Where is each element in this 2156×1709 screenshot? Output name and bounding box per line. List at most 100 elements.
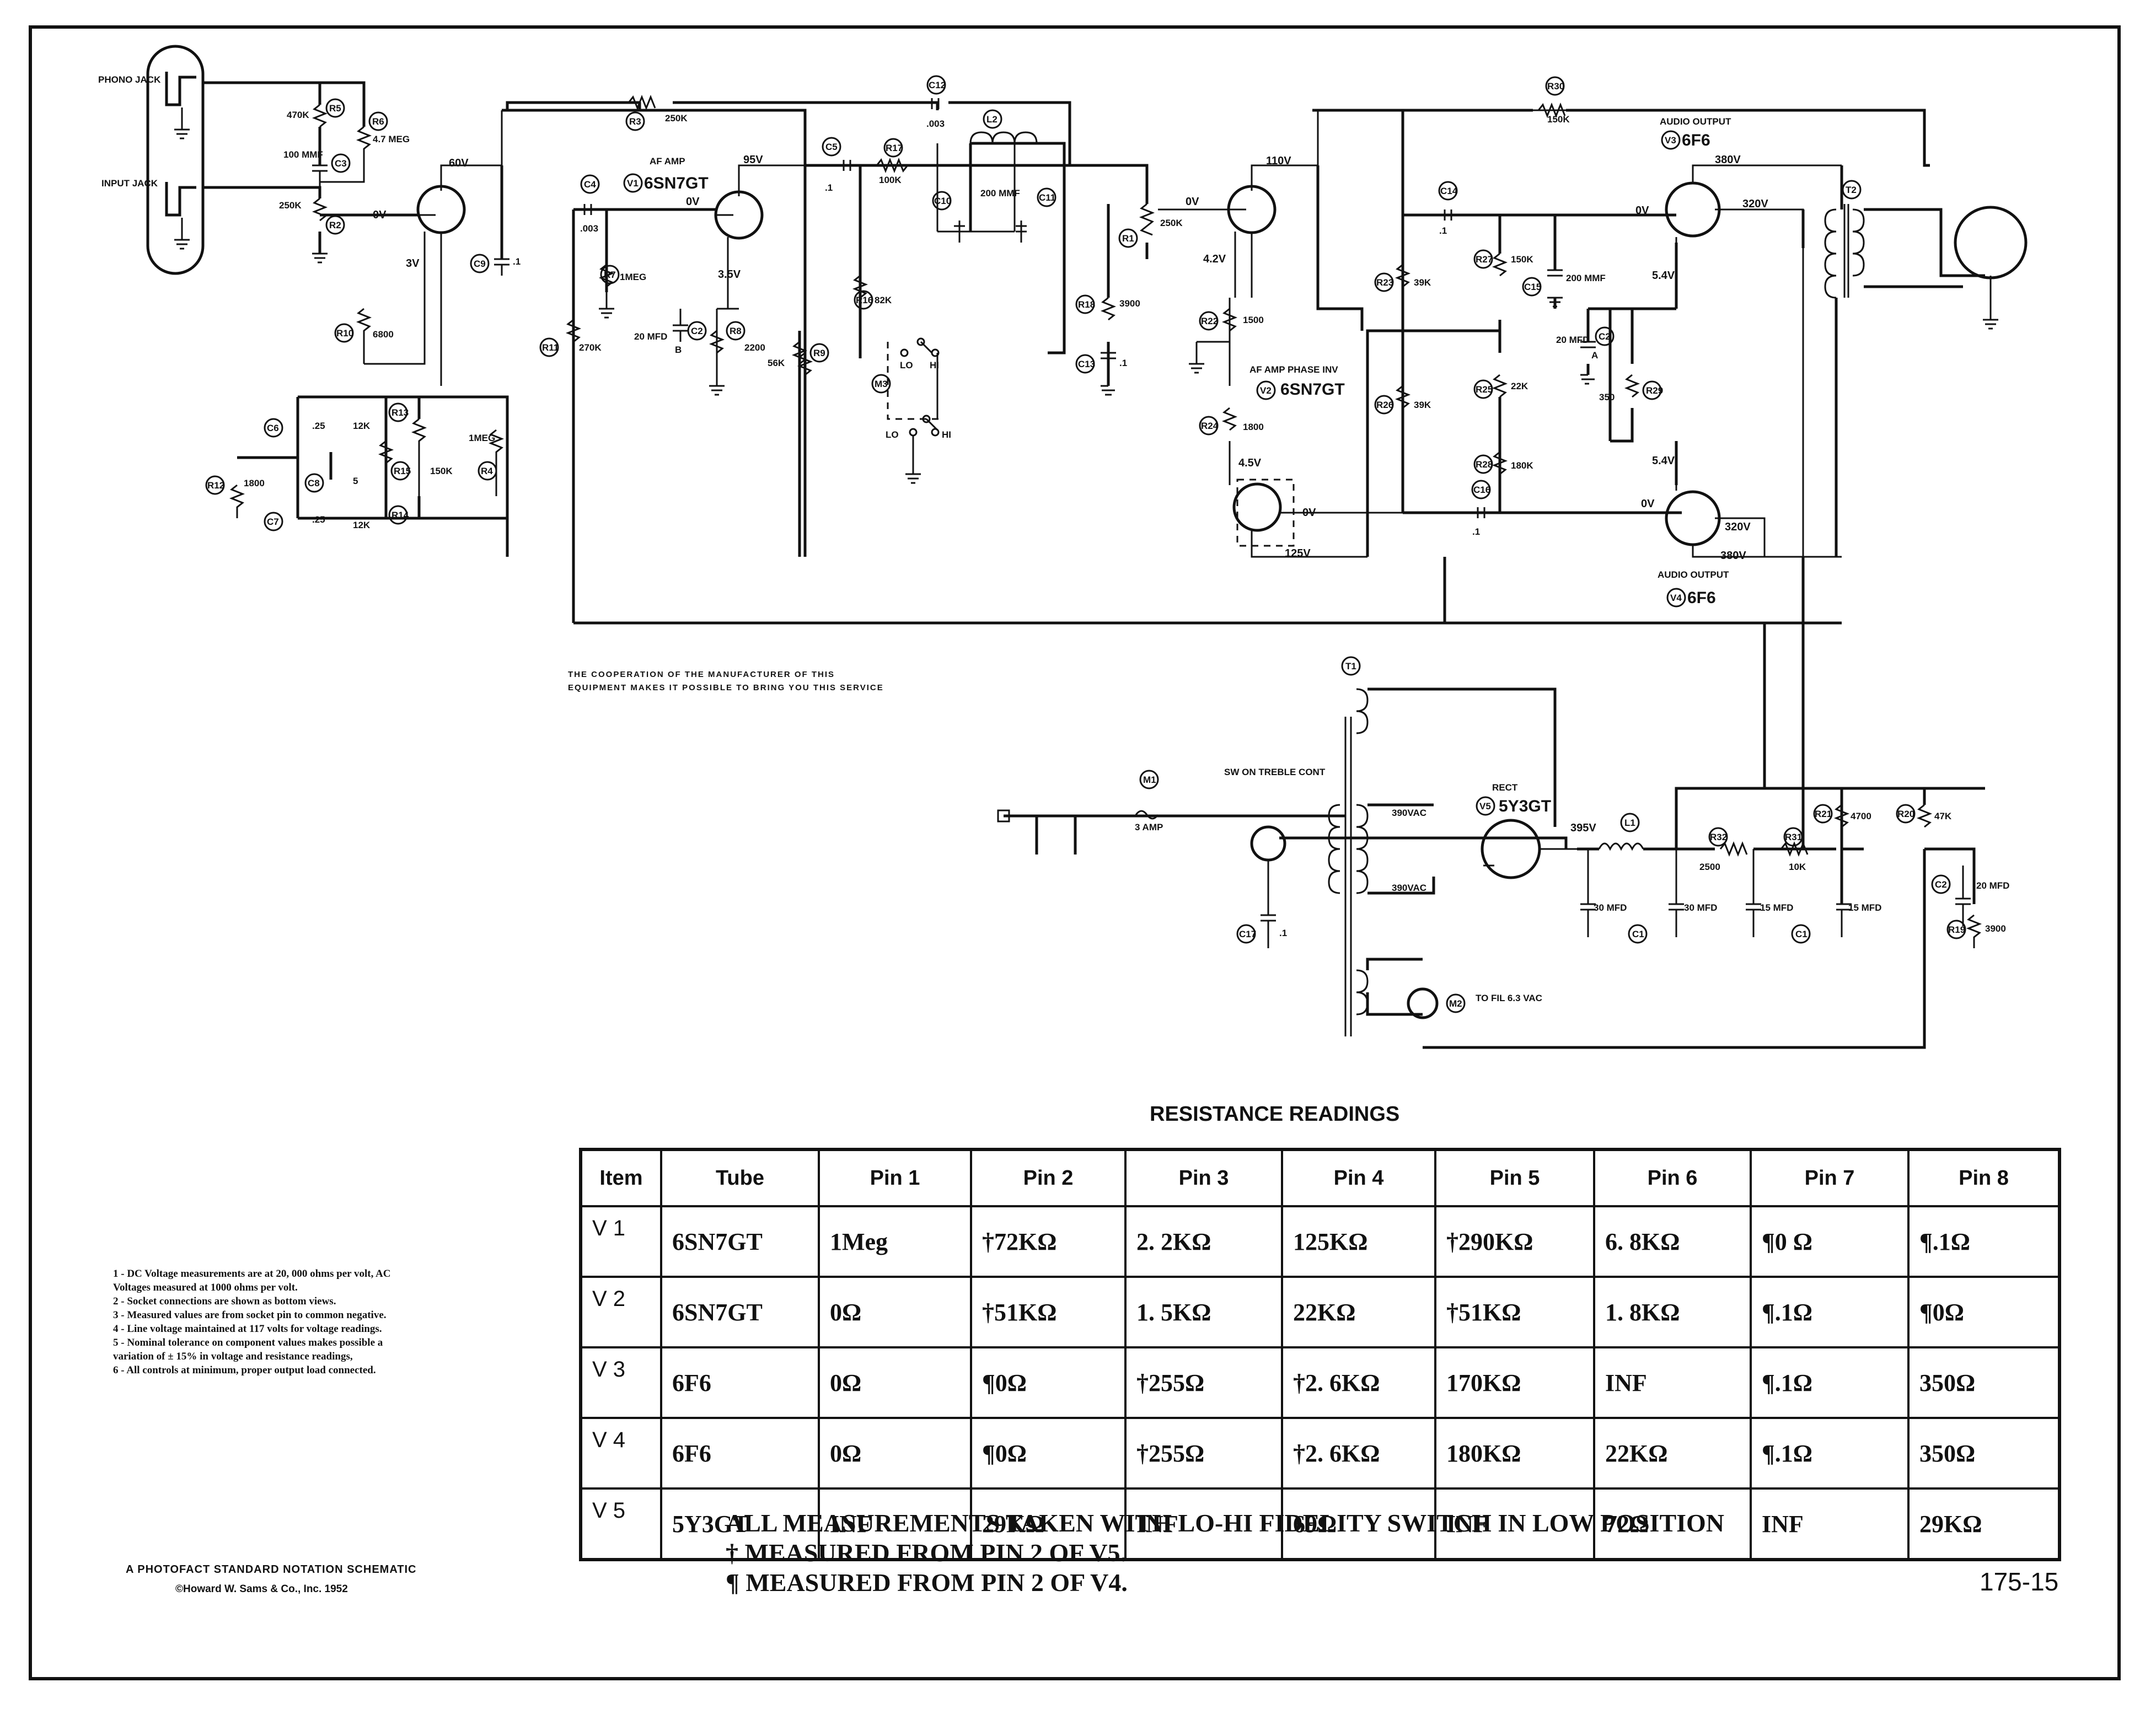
label-c16: C16: [1473, 485, 1490, 495]
input-jack-panel: PHONO JACK INPUT JACK: [98, 45, 205, 275]
label-v95: 95V: [743, 154, 763, 166]
table-row: V 1 6SN7GT 1Meg †72KΩ 2. 2KΩ 125KΩ †290K…: [580, 1205, 2061, 1278]
label-c17: C17: [1239, 929, 1256, 939]
label-r21: R21: [1815, 809, 1832, 819]
table-cell: 29KΩ: [1907, 1487, 2061, 1561]
label-c6-value: .25: [312, 421, 325, 431]
label-c1: C1: [1795, 929, 1808, 939]
label-r29-value: 350: [1599, 392, 1615, 402]
label-v54a: 5.4V: [1652, 270, 1675, 282]
label-c4-value: .003: [580, 223, 598, 234]
label-r23-value: 39K: [1414, 277, 1431, 288]
v1-section-b: C4 .003 R7 1MEG AF AMP V1 6SN7GT 95V 0V …: [539, 154, 827, 557]
label-r31: R31: [1785, 832, 1802, 842]
label-v5-function: RECT: [1492, 782, 1518, 793]
label-r31-value: 10K: [1789, 862, 1806, 872]
label-c11: C11: [1039, 192, 1055, 203]
label-c6: C6: [267, 423, 279, 433]
label-r10: R10: [336, 328, 353, 338]
input-jack-label: INPUT JACK: [101, 178, 158, 189]
page-border: [29, 25, 2121, 1680]
table-cell: 1Meg: [818, 1205, 972, 1278]
label-v0e: 0V: [1635, 205, 1649, 217]
label-hi: HI: [942, 429, 951, 440]
label-v380a: 380V: [1715, 154, 1741, 166]
table-cell: †255Ω: [1124, 1417, 1283, 1490]
label-v2-type: 6SN7GT: [1280, 380, 1345, 399]
table-cell: 170KΩ: [1434, 1346, 1595, 1419]
column-header: Pin 4: [1281, 1148, 1436, 1207]
label-c9-value: .1: [513, 256, 521, 267]
note-line: 2 - Socket connections are shown as bott…: [113, 1296, 336, 1307]
table-cell: INF: [1434, 1487, 1595, 1561]
power-supply: M1 3 AMP SW ON TREBLE CONT C17 .1 T1 390…: [997, 656, 2009, 1049]
label-v1-function: AF AMP: [650, 156, 685, 166]
label-r14: R14: [391, 510, 409, 520]
label-vac-upper: 390VAC: [1392, 808, 1426, 818]
label-r4: R4: [481, 466, 493, 476]
label-c12-value: .003: [926, 119, 945, 129]
column-header: Pin 8: [1907, 1148, 2061, 1207]
label-r18: R18: [1078, 299, 1095, 310]
label-v0a: 0V: [373, 209, 387, 221]
label-c14-value: .1: [1439, 225, 1447, 236]
table-cell: ¶.1Ω: [1907, 1205, 2061, 1278]
label-c8: C8: [308, 478, 320, 488]
phono-jack-label: PHONO JACK: [98, 74, 161, 85]
note-line: variation of ± 15% in voltage and resist…: [113, 1351, 353, 1362]
table-cell: 125KΩ: [1281, 1205, 1436, 1278]
label-r27-value: 150K: [1511, 254, 1533, 265]
table-cell: V 2: [580, 1276, 662, 1348]
label-r1-value: 250K: [1160, 218, 1183, 228]
table-cell: ¶0Ω: [1907, 1276, 2061, 1348]
label-r15-value: 150K: [430, 466, 453, 476]
copyright-line: ©Howard W. Sams & Co., Inc. 1952: [175, 1583, 348, 1595]
label-c10: C10: [934, 196, 951, 206]
label-r18-value: 3900: [1119, 298, 1140, 309]
label-r5: R5: [329, 103, 341, 114]
label-v1-type: 6SN7GT: [644, 174, 709, 192]
label-c9: C9: [474, 259, 486, 269]
label-c15-value: 200 MMF: [1566, 273, 1606, 283]
label-r19: R19: [1948, 925, 1965, 935]
table-cell: 1. 5KΩ: [1124, 1276, 1283, 1348]
label-r2-value: 250K: [279, 200, 302, 211]
table-cell: 350Ω: [1907, 1346, 2061, 1419]
table-cell: 22KΩ: [1593, 1417, 1752, 1490]
label-v5-type: 5Y3GT: [1499, 797, 1551, 815]
label-c2a: C2: [1599, 331, 1611, 342]
label-r7: R7: [604, 270, 616, 280]
driver-network: C14 .1 C16 .1 R27 150K C15 200 MMF R25 2…: [1367, 181, 1682, 537]
label-v54b: 5.4V: [1652, 455, 1675, 467]
cooperation-line-2: EQUIPMENT MAKES IT POSSIBLE TO BRING YOU…: [568, 683, 884, 692]
label-r6-value: 4.7 MEG: [373, 134, 410, 144]
table-cell: INF: [1593, 1346, 1752, 1419]
label-r2: R2: [329, 220, 341, 230]
label-m2: M2: [1449, 998, 1462, 1009]
table-cell: 5Y3GT: [660, 1487, 820, 1561]
note-line: 6 - All controls at minimum, proper outp…: [113, 1364, 376, 1376]
label-fil: TO FIL 6.3 VAC: [1476, 993, 1542, 1003]
label-r17-value: 100K: [879, 175, 902, 185]
label-r32: R32: [1710, 832, 1727, 842]
label-v320b: 320V: [1725, 521, 1751, 533]
table-cell: ¶0 Ω: [1750, 1205, 1910, 1278]
table-cell: INF: [1124, 1487, 1283, 1561]
label-r30: R30: [1547, 81, 1564, 92]
note-line: 1 - DC Voltage measurements are at 20, 0…: [113, 1268, 391, 1280]
label-v380b: 380V: [1720, 550, 1746, 562]
label-v125: 125V: [1285, 547, 1311, 560]
label-r25: R25: [1476, 384, 1493, 395]
label-r13-value: 12K: [353, 421, 371, 431]
table-cell: 6SN7GT: [660, 1276, 820, 1348]
table-cell: ¶.1Ω: [1750, 1276, 1910, 1348]
label-r1: R1: [1122, 233, 1134, 244]
table-cell: †72KΩ: [970, 1205, 1127, 1278]
label-r8-value: 2200: [744, 342, 765, 353]
label-c13-value: .1: [1119, 358, 1127, 368]
label-r7-value: 1MEG: [620, 272, 646, 282]
label-r24: R24: [1201, 421, 1219, 431]
label-c1a-value: 30 MFD: [1594, 902, 1627, 913]
table-cell: 0Ω: [818, 1276, 972, 1348]
